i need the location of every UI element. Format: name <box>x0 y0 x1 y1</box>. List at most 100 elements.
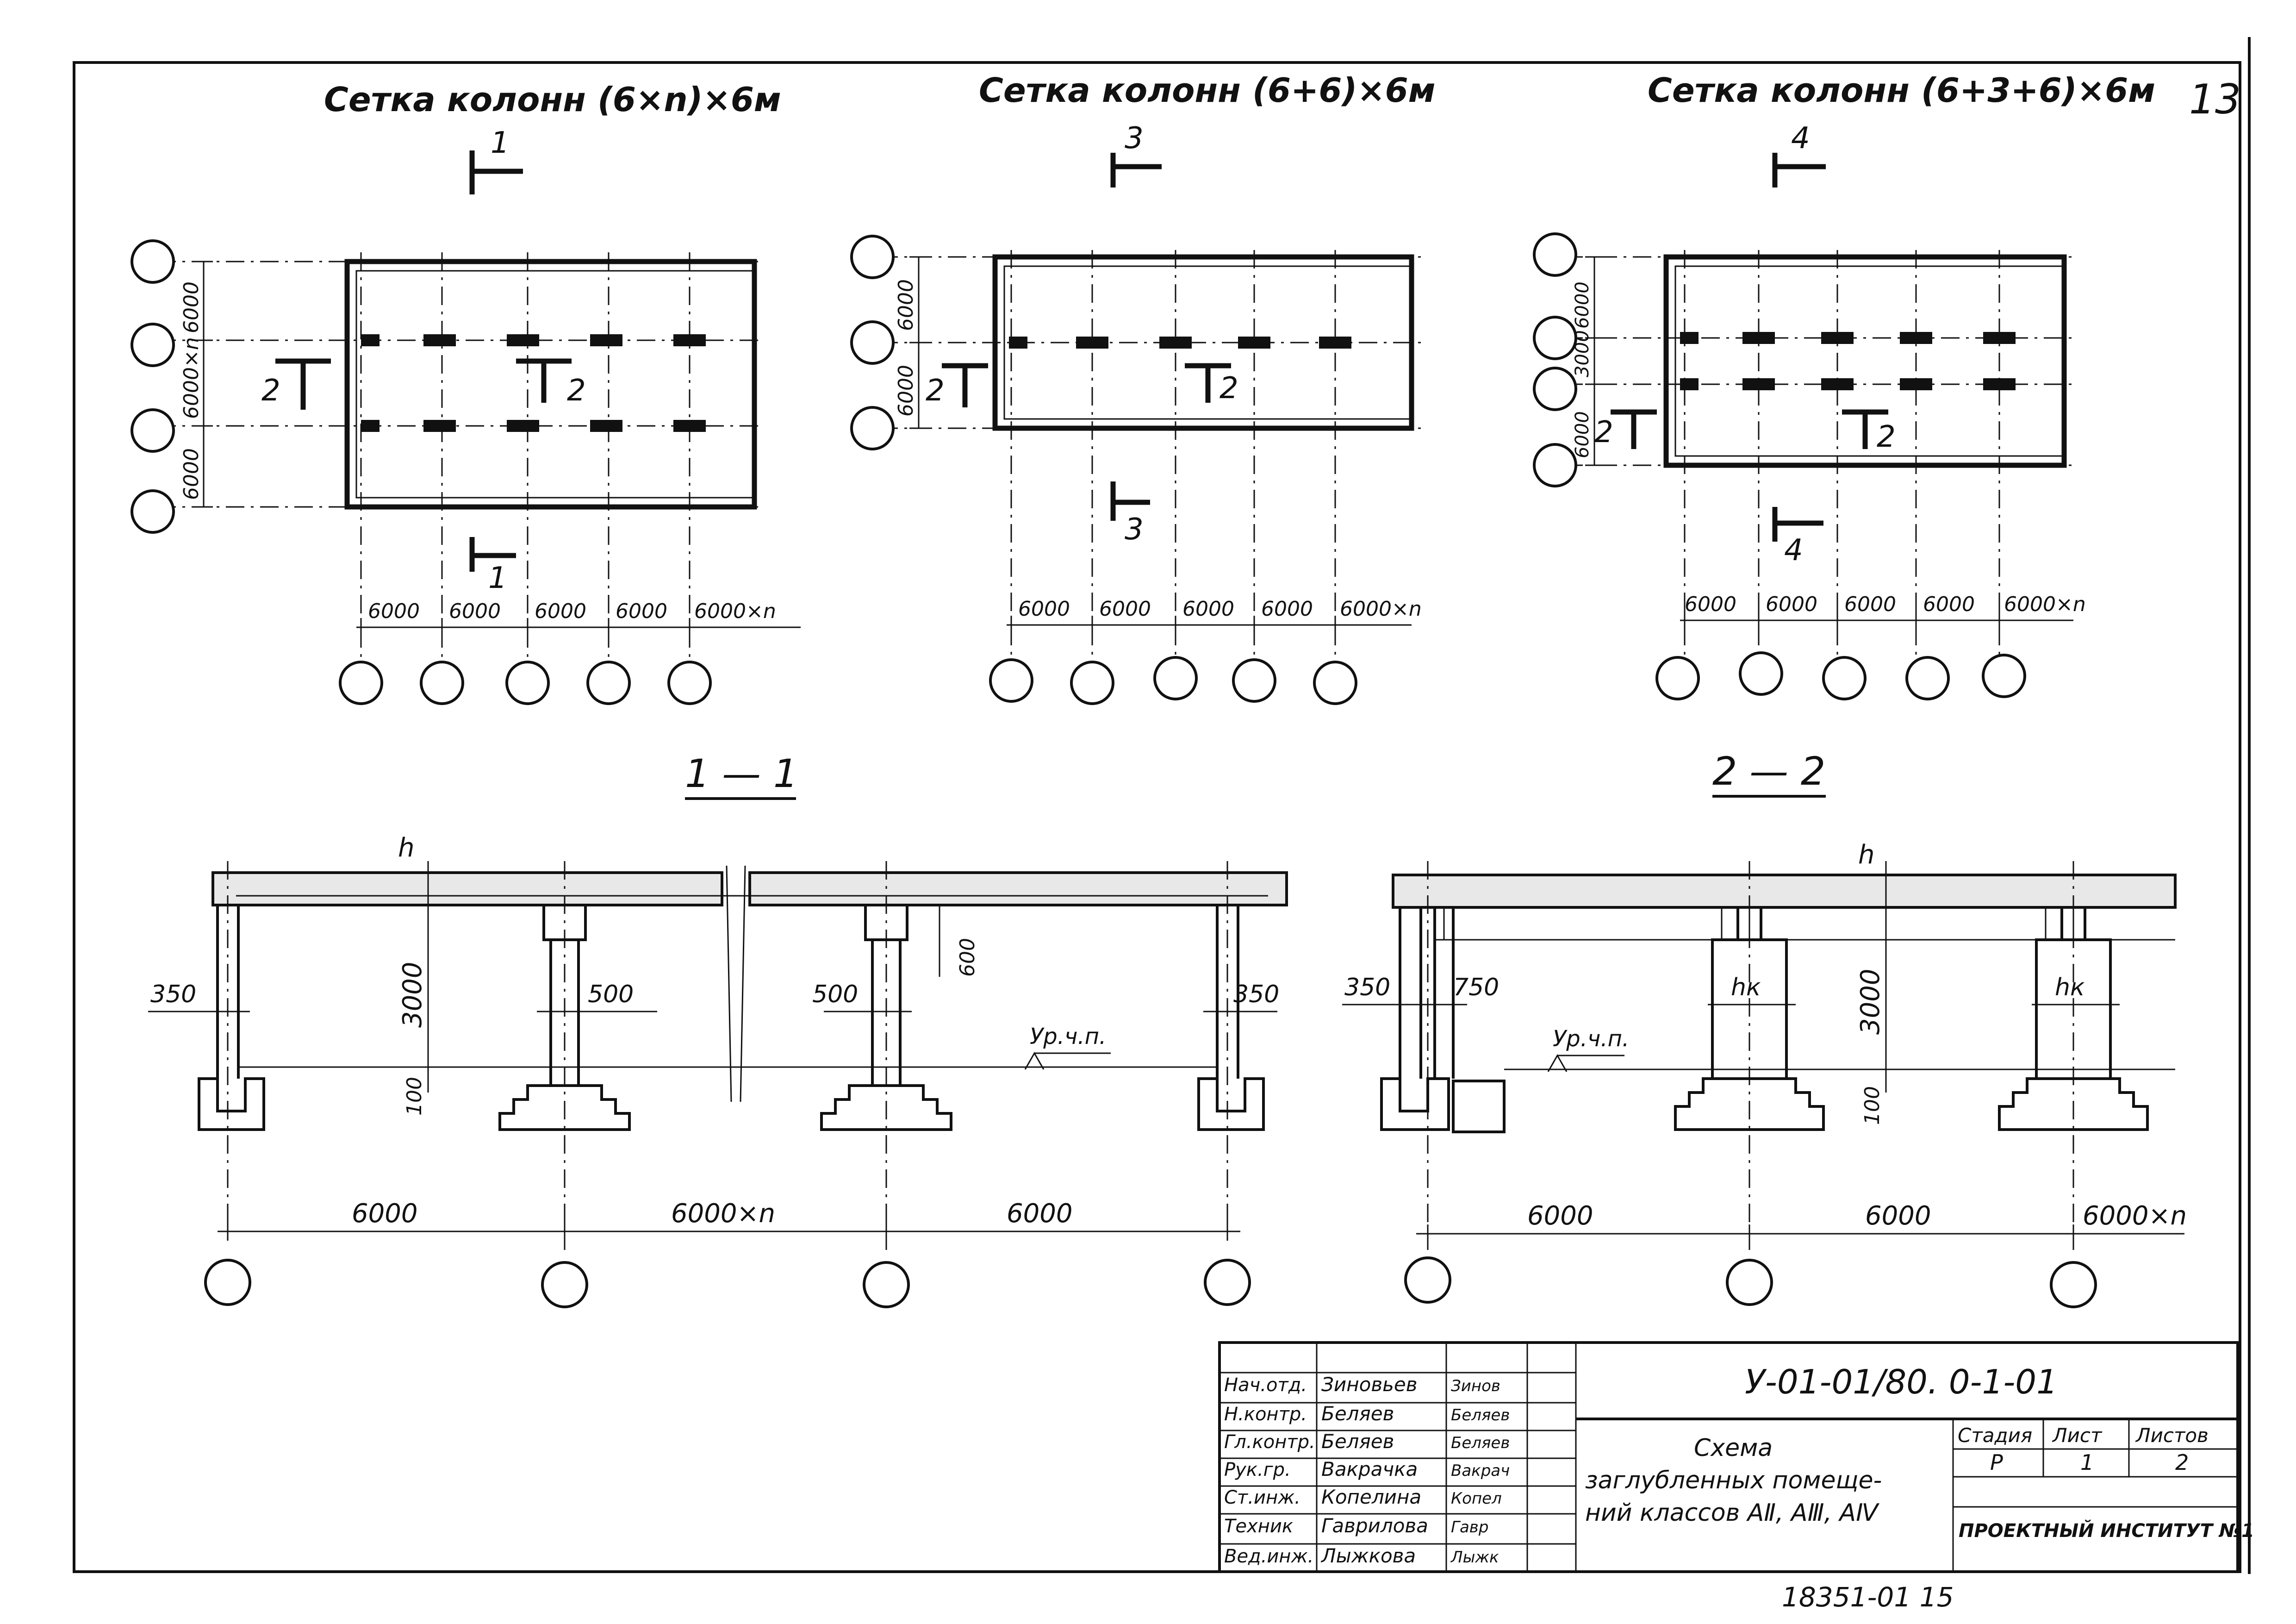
section-1-1-span-3: 6000 <box>1007 1199 1073 1229</box>
plan-1-bubbles <box>131 239 712 705</box>
section-1-1-right-wall <box>1216 905 1239 1079</box>
plan-3-title: Сетка колонн (6+3+6)×6м <box>1648 71 2155 110</box>
tb-role-6: Техник <box>1224 1516 1293 1537</box>
tb-role-3: Гл.контр. <box>1224 1431 1315 1453</box>
section-1-1-height-dim: 3000 <box>398 962 428 1028</box>
section-1-bottom-marker <box>469 537 516 572</box>
plan-1-hdim-1: 6000 <box>368 600 420 623</box>
section-1-1-footing-1 <box>498 1084 631 1131</box>
section-3-top-marker <box>1110 153 1162 187</box>
tb-stage-header: Стадия <box>1958 1424 2032 1447</box>
section-2-2-span-1: 6000 <box>1527 1201 1593 1231</box>
tb-description-3: ний классов АⅡ, АⅢ, АⅣ <box>1585 1499 1880 1527</box>
title-block <box>1218 1341 2239 1573</box>
section-2-2-col-label-2: hк <box>2055 974 2085 1001</box>
plan-3-sec-top: 4 <box>1791 121 1810 156</box>
plan-2-hdim-4: 6000 <box>1261 597 1313 621</box>
plan-1-sec-left: 2 <box>261 374 280 408</box>
section-1-1-title: 1 — 1 <box>685 751 798 796</box>
section-2-2-span-2: 6000 <box>1865 1201 1931 1231</box>
tb-organization: ПРОЕКТНЫЙ ИНСТИТУТ №1 <box>1959 1519 2254 1542</box>
tb-sign-5: Копел <box>1451 1489 1502 1508</box>
section-4-top-marker <box>1772 153 1826 187</box>
tb-name-2: Беляев <box>1321 1402 1394 1425</box>
section-1-1-beam-dim: 600 <box>956 938 979 977</box>
plan-2-hdim-3: 6000 <box>1182 597 1234 621</box>
tb-sign-2: Беляев <box>1451 1406 1510 1424</box>
plan-1-hdim-4: 6000 <box>616 600 667 623</box>
section-2-2-height-dim: 3000 <box>1855 968 1885 1035</box>
section-1-1-wall-dim-2: 500 <box>588 981 634 1008</box>
plan-1-title: Сетка колонн (6×n)×6м <box>324 80 781 119</box>
tb-sign-4: Вакрач <box>1451 1462 1510 1480</box>
plan-1-vdim-3: 6000 <box>180 448 203 500</box>
plan-1-sec-right: 2 <box>567 374 586 408</box>
plan-3-vdim-3: 6000 <box>1572 411 1593 458</box>
tb-name-5: Копелина <box>1321 1486 1421 1508</box>
tb-staff-rows: Нач.отд. Зиновьев Зинов Н.контр. Беляев … <box>1224 1373 1510 1567</box>
plan-3-sec-right: 2 <box>1877 420 1896 454</box>
section-1-1-roof-slab <box>212 871 723 906</box>
plan-3-sec-left: 2 <box>1594 415 1613 450</box>
section-2-2-roof-slab <box>1392 874 2177 909</box>
plan-3-hdim-5: 6000×n <box>2004 593 2086 616</box>
tb-role-5: Ст.инж. <box>1224 1487 1300 1508</box>
plan-2-sec-left: 2 <box>926 374 945 408</box>
section-1-1-bubbles <box>204 1259 1251 1308</box>
section-2-2-wall-dim-1: 350 <box>1344 974 1390 1001</box>
section-2-2-base-dim: 100 <box>1860 1086 1884 1125</box>
section-2-2: 2 — 2 h 3000 100 350 750 hк hк Ур <box>1342 749 2187 1308</box>
plan-2-sec-top: 3 <box>1125 121 1144 156</box>
plan-2-columns <box>1009 337 1351 349</box>
section-2-2-bubbles <box>1404 1256 2097 1308</box>
section-2-2-title: 2 — 2 <box>1712 749 1825 794</box>
plan-1-hdim-2: 6000 <box>449 600 501 623</box>
plan-2-title: Сетка колонн (6+6)×6м <box>979 71 1436 110</box>
section-1-top-marker <box>469 150 523 194</box>
plan-3-vdim-1: 6000 <box>1572 281 1593 329</box>
tb-sheet-header: Лист <box>2052 1424 2103 1447</box>
plan-1-axes <box>157 252 764 681</box>
section-2-2-level-label: Ур.ч.п. <box>1553 1026 1629 1052</box>
tb-code: У-01-01/80. 0-1-01 <box>1745 1362 2058 1401</box>
plan-3-hdim-2: 6000 <box>1766 593 1817 616</box>
plan-1: Сетка колонн (6×n)×6м 1 2 2 1 <box>131 80 801 705</box>
section-2-2-footing-1 <box>1674 1077 1825 1131</box>
tb-name-3: Беляев <box>1321 1430 1394 1453</box>
section-1-1: 1 — 1 h 3000 100 600 350 5 <box>148 751 1288 1308</box>
section-1-1-h: h <box>398 833 415 863</box>
section-2-2-col-label-1: hк <box>1731 974 1761 1001</box>
plan-2-bubbles <box>850 235 1357 705</box>
tb-sign-7: Лыжк <box>1450 1548 1499 1567</box>
tb-description-1: Схема <box>1694 1434 1773 1462</box>
tb-role-7: Вед.инж. <box>1224 1546 1313 1567</box>
plan-1-hdim-3: 6000 <box>535 600 586 623</box>
plan-2-vdim-2: 6000 <box>894 365 918 417</box>
section-2-2-wall-dim-2: 750 <box>1453 974 1499 1001</box>
section-1-1-span-2: 6000×n <box>671 1199 775 1229</box>
section-2-2-span-3: 6000×n <box>2083 1201 2187 1231</box>
section-1-1-span-1: 6000 <box>352 1199 418 1229</box>
plan-3: Сетка колонн (6+3+6)×6м 4 2 2 4 6000 300… <box>1533 71 2155 700</box>
tb-sheet-value: 1 <box>2080 1450 2094 1475</box>
tb-role-4: Рук.гр. <box>1224 1459 1291 1480</box>
plan-3-hdim-4: 6000 <box>1923 593 1975 616</box>
tb-sheets-header: Листов <box>2135 1424 2209 1447</box>
tb-sheets-value: 2 <box>2175 1450 2189 1475</box>
plan-2-sec-right: 2 <box>1220 371 1238 406</box>
section-1-1-footing-2 <box>820 1084 952 1131</box>
section-1-1-level-label: Ур.ч.п. <box>1030 1024 1106 1049</box>
section-1-1-wall-dim-4: 350 <box>1233 981 1279 1008</box>
plan-1-outline <box>344 259 757 510</box>
plan-1-columns <box>361 334 706 432</box>
tb-description-2: заглубленных помеще- <box>1585 1467 1882 1494</box>
plan-2-hdim-2: 6000 <box>1099 597 1151 621</box>
section-2-2-footing-2 <box>1998 1077 2149 1131</box>
section-3-bottom-marker <box>1110 481 1150 521</box>
plan-2-vdim-1: 6000 <box>894 279 918 331</box>
section-2-2-wall <box>1399 907 1455 1079</box>
tb-sign-1: Зинов <box>1451 1377 1500 1395</box>
tb-name-7: Лыжкова <box>1320 1544 1416 1567</box>
plan-3-sec-bottom: 4 <box>1784 533 1803 568</box>
